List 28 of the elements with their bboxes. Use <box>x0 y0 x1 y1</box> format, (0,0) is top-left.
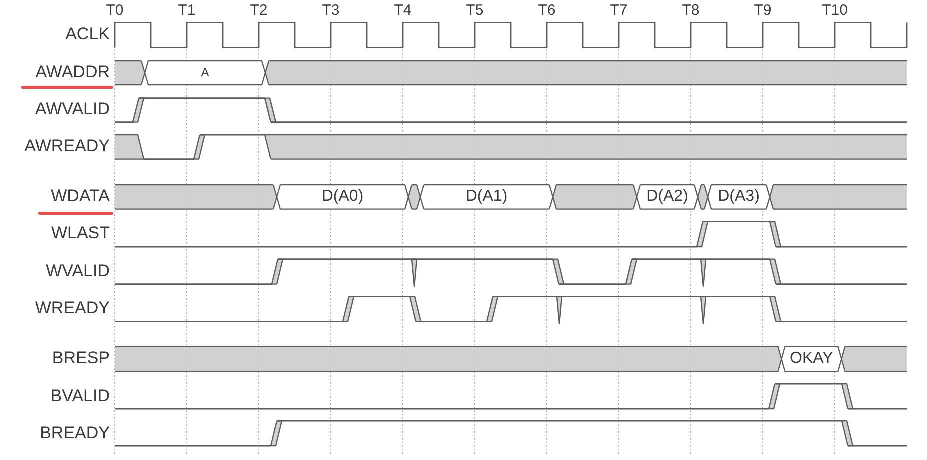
signal-name: ACLK <box>66 26 110 45</box>
signal-name: BRESP <box>52 350 110 369</box>
time-label: T1 <box>178 2 196 19</box>
signal-name: WVALID <box>46 262 110 282</box>
bus-value: A <box>201 66 210 80</box>
time-label: T5 <box>466 2 484 19</box>
signal-name: WLAST <box>51 225 110 244</box>
bus-value: D(A1) <box>466 188 508 206</box>
bus-value: D(A3) <box>718 188 760 206</box>
time-label: T6 <box>538 2 556 19</box>
time-label: T4 <box>394 2 412 19</box>
bus-value: OKAY <box>790 350 834 368</box>
time-label: T8 <box>682 2 700 19</box>
signal-name: BREADY <box>40 424 110 443</box>
time-label: T9 <box>754 2 772 19</box>
bus-value: D(A2) <box>646 188 688 206</box>
bus-value: D(A0) <box>322 188 364 206</box>
signal-name: WDATA <box>51 188 110 206</box>
time-label: T0 <box>106 2 124 19</box>
signal-name: AWVALID <box>35 100 110 120</box>
time-label: T3 <box>322 2 340 19</box>
time-label: T10 <box>822 2 848 19</box>
signal-name: BVALID <box>50 387 110 406</box>
signal-name: AWADDR <box>36 64 110 82</box>
time-label: T7 <box>610 2 628 19</box>
time-label: T2 <box>250 2 268 19</box>
signal-name: AWREADY <box>24 138 110 156</box>
signal-name: WREADY <box>35 300 110 319</box>
